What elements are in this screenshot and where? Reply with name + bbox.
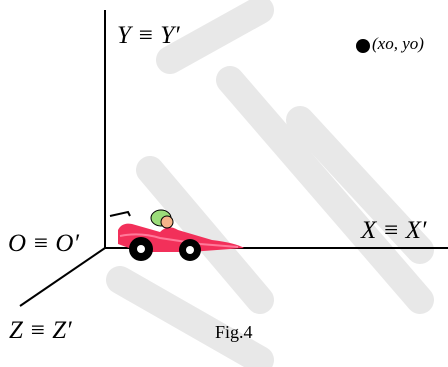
watermark [106,0,434,367]
origin-label: O ≡ O′ [8,230,79,257]
car-body-highlight [119,233,239,248]
figure-caption: Fig.4 [215,322,253,342]
car-antenna [109,210,131,217]
driver-face-icon [160,215,174,229]
point-marker [356,39,370,53]
z-axis-line [19,247,106,307]
y-axis-label: Y ≡ Y′ [117,22,180,49]
z-axis-label: Z ≡ Z′ [9,317,72,344]
x-axis-label: X ≡ X′ [361,217,427,244]
point-label: (xo, yo) [372,34,424,53]
car-illustration [109,209,244,261]
